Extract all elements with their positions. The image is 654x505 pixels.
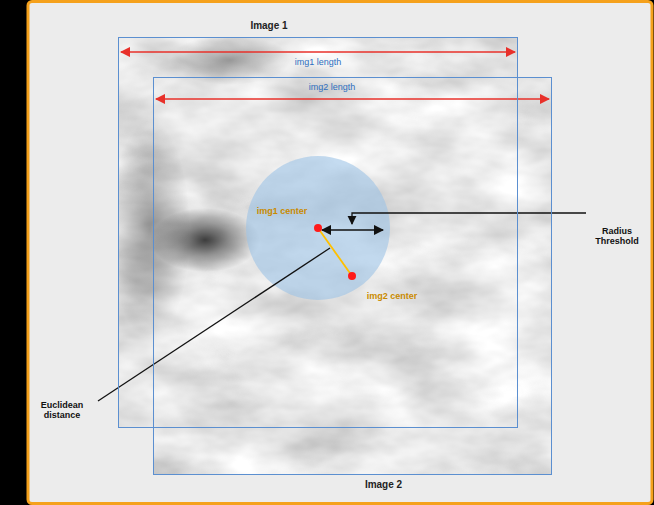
- leader-line: [98, 248, 330, 401]
- frame: [28, 2, 652, 504]
- radius-arrow: [322, 229, 383, 231]
- ultrasound-texture: [100, 30, 570, 490]
- point-label: img2 center: [367, 291, 418, 301]
- image-frame: Image 2: [153, 77, 552, 475]
- image-title: Image 2: [365, 479, 402, 490]
- radius-circle: [246, 156, 390, 300]
- dimension-label: img2 length: [309, 82, 356, 92]
- callout-label: Euclidean distance: [32, 400, 92, 421]
- length-arrow: [156, 98, 549, 100]
- point-label: img1 center: [257, 206, 308, 216]
- callout-label: Radius Threshold: [589, 226, 645, 247]
- dimension-label: img1 length: [295, 57, 342, 67]
- dark-band: [110, 120, 190, 340]
- length-arrow: [121, 51, 515, 53]
- center-dot: [314, 224, 322, 232]
- center-dot: [348, 272, 356, 280]
- leader-line: [352, 213, 586, 224]
- image-title: Image 1: [250, 20, 287, 31]
- texture-fill: [100, 30, 570, 490]
- image-frame: Image 1: [118, 37, 518, 428]
